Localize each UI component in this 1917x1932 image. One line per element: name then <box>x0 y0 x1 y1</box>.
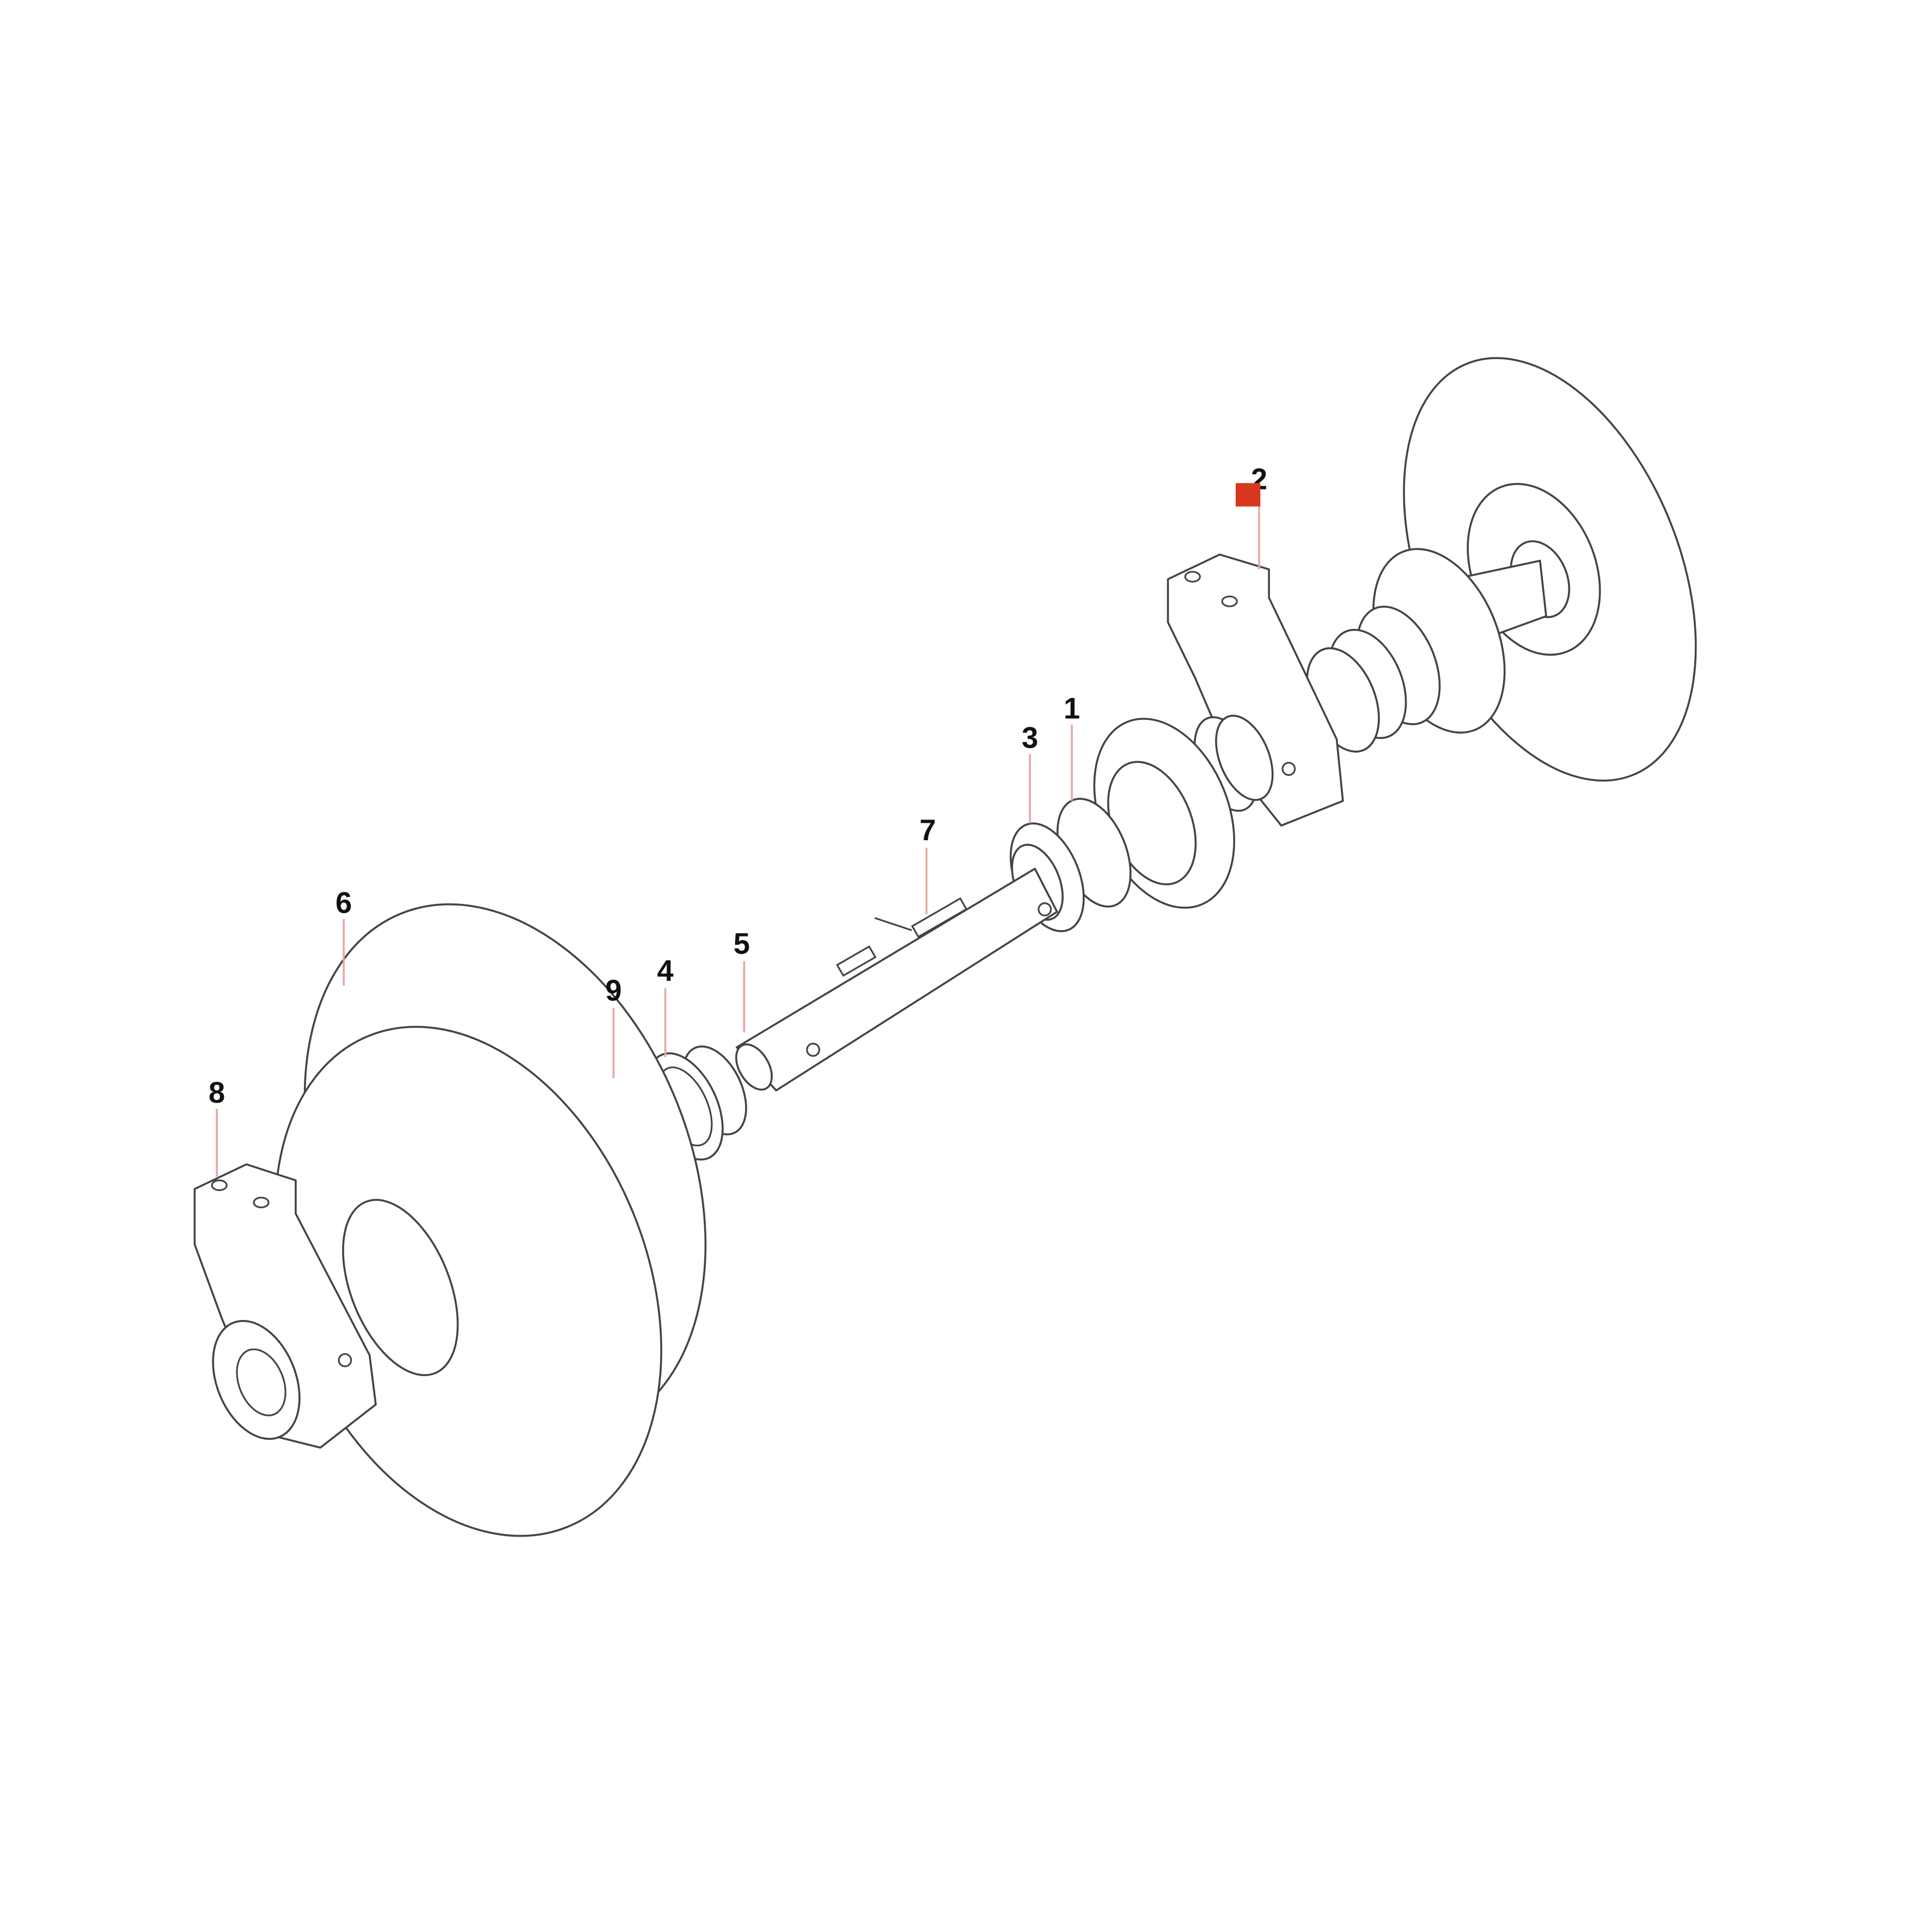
callout-5[interactable]: 5 <box>734 927 750 1033</box>
callout-8[interactable]: 8 <box>209 1076 225 1177</box>
callout-2[interactable]: 2 <box>1235 463 1267 570</box>
callout-6[interactable]: 6 <box>335 886 352 986</box>
part-shaft <box>735 867 1058 1092</box>
callout-9[interactable]: 9 <box>605 974 622 1078</box>
callout-label-4: 4 <box>657 954 673 987</box>
part-bracket-right <box>1167 553 1344 827</box>
callout-label-7: 7 <box>919 814 936 847</box>
part-bracket-left <box>193 1163 377 1449</box>
callout-3[interactable]: 3 <box>1022 722 1038 823</box>
callout-label-3: 3 <box>1022 722 1038 755</box>
highlight-marker <box>1235 483 1261 507</box>
callout-label-1: 1 <box>1064 692 1080 725</box>
callout-label-5: 5 <box>734 927 750 960</box>
callout-label-6: 6 <box>335 886 352 920</box>
callout-7[interactable]: 7 <box>919 814 936 914</box>
callout-1[interactable]: 1 <box>1064 692 1080 801</box>
callout-4[interactable]: 4 <box>657 954 674 1057</box>
callout-label-8: 8 <box>209 1076 225 1109</box>
callout-label-9: 9 <box>605 974 621 1007</box>
